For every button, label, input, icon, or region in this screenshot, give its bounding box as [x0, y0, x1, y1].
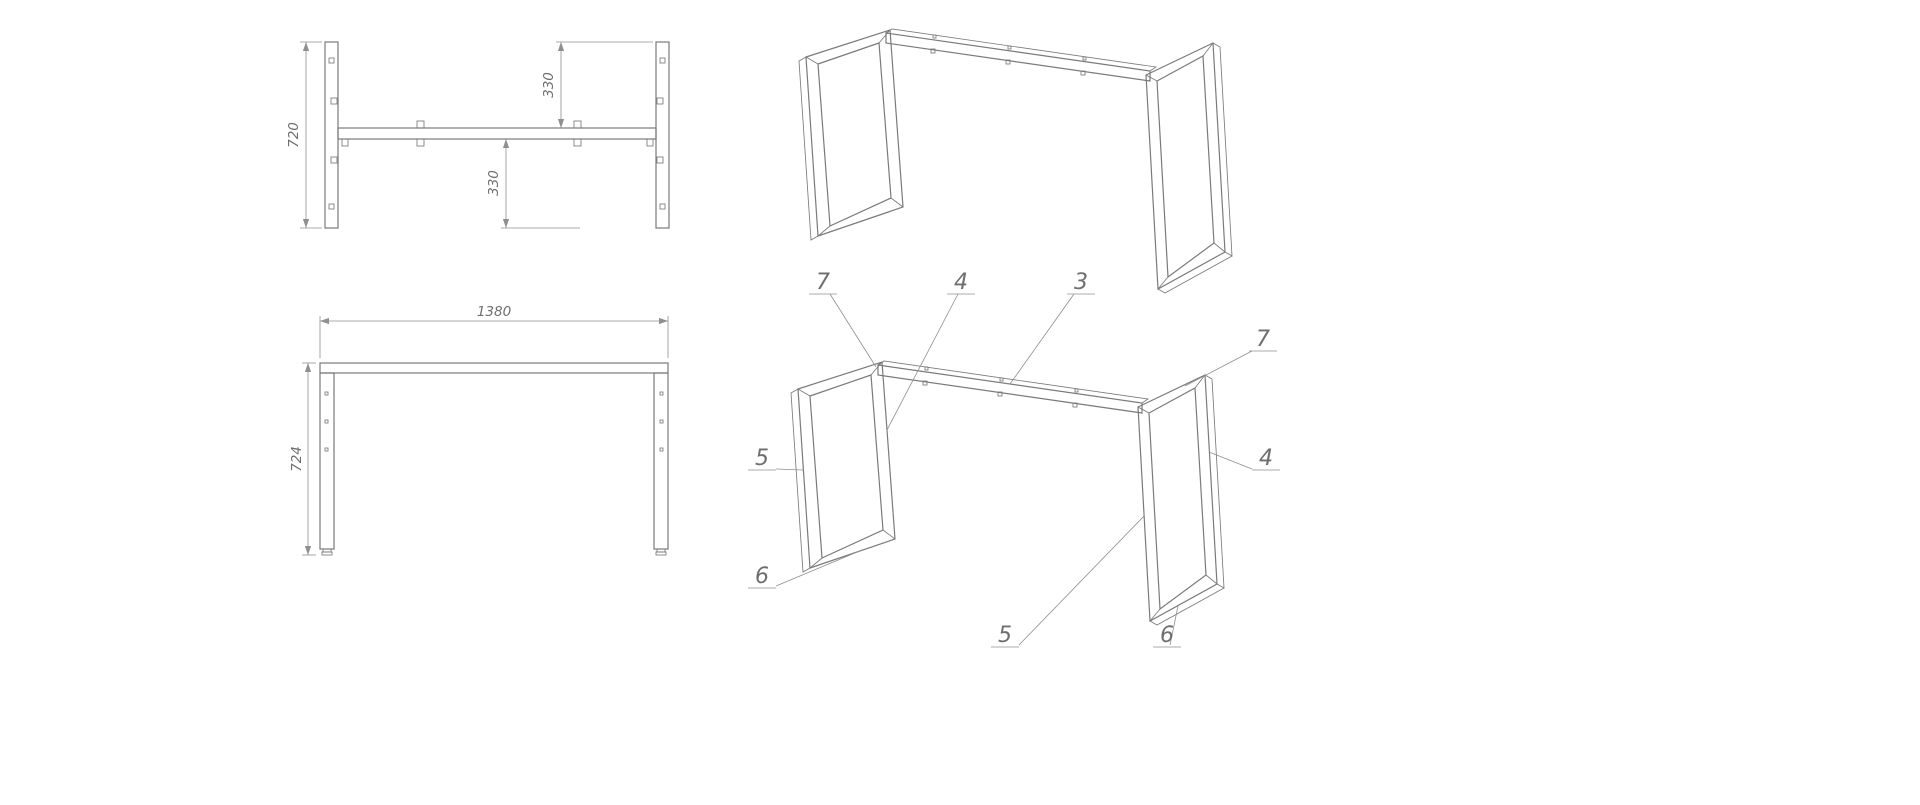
dimension-height: 724 — [289, 362, 316, 556]
cross-beam-body — [337, 127, 657, 140]
bracket-mark — [656, 97, 664, 105]
leader-line — [886, 293, 959, 431]
top-view: 720 330 330 — [286, 41, 670, 229]
callout-6-right: 6 — [1153, 605, 1181, 648]
callout-4-right: 4 — [1208, 446, 1280, 471]
right-rail-body — [655, 41, 670, 229]
dimension-lower-offset: 330 — [486, 139, 580, 229]
hole-mark — [659, 57, 666, 64]
hole-mark — [324, 447, 329, 452]
dimension-label: 1380 — [477, 304, 511, 320]
dimension-label: 724 — [289, 446, 305, 472]
callout-4-left: 4 — [886, 270, 975, 431]
hole-mark — [328, 203, 335, 210]
leveling-foot — [655, 551, 667, 556]
beam-tab — [416, 120, 425, 129]
hole-mark — [659, 391, 664, 396]
callout-number: 6 — [1160, 623, 1174, 648]
callout-number: 6 — [755, 564, 769, 589]
callout-number: 7 — [1256, 327, 1270, 352]
leader-line — [829, 293, 877, 368]
callout-number: 7 — [816, 270, 830, 295]
cross-beam — [337, 120, 657, 147]
leader-line — [1018, 515, 1145, 646]
leveling-foot — [321, 551, 333, 556]
dimension-label: 720 — [286, 122, 302, 148]
dimension-width: 1380 — [319, 304, 669, 358]
dimension-label: 330 — [541, 72, 557, 98]
callout-number: 3 — [1074, 270, 1088, 295]
left-leg-body — [319, 372, 335, 550]
leader-line — [1208, 451, 1253, 470]
callout-number: 4 — [954, 270, 968, 295]
left-side-rail — [324, 41, 339, 229]
hole-mark — [328, 57, 335, 64]
leader-line — [775, 549, 863, 587]
dimension-depth: 720 — [286, 41, 322, 229]
leader-line — [1169, 605, 1179, 646]
top-beam — [319, 362, 669, 374]
isometric-view — [798, 28, 1233, 294]
callout-number: 5 — [755, 446, 769, 471]
hole-mark — [324, 391, 329, 396]
isometric-view-numbered — [790, 360, 1225, 626]
callout-5-left: 5 — [748, 446, 804, 471]
callout-number: 4 — [1259, 446, 1273, 471]
callout-5-right: 5 — [991, 515, 1145, 648]
hole-mark — [324, 419, 329, 424]
left-rail-body — [324, 41, 339, 229]
leader-line — [1009, 293, 1075, 385]
hole-mark — [659, 203, 666, 210]
beam-tab — [341, 138, 349, 147]
beam-tab — [573, 138, 582, 147]
dimension-upper-offset: 330 — [541, 41, 653, 128]
bracket-mark — [330, 97, 338, 105]
item-callouts: 7 4 3 7 5 4 6 — [748, 270, 1280, 648]
leader-line — [1184, 350, 1253, 387]
callout-3: 3 — [1009, 270, 1095, 385]
front-view: 1380 724 — [289, 304, 669, 556]
hole-mark — [659, 447, 664, 452]
bracket-mark — [656, 156, 664, 164]
leader-line — [775, 468, 804, 471]
dimension-label: 330 — [486, 170, 502, 196]
bracket-mark — [330, 156, 338, 164]
beam-tab — [573, 120, 582, 129]
callout-7-right: 7 — [1184, 327, 1277, 387]
callout-6-left: 6 — [748, 549, 863, 589]
beam-tab — [416, 138, 425, 147]
left-leg — [319, 372, 335, 556]
right-leg — [653, 372, 669, 556]
callout-number: 5 — [998, 623, 1012, 648]
hole-mark — [659, 419, 664, 424]
beam-tab — [646, 138, 654, 147]
right-side-rail — [655, 41, 670, 229]
callout-7-left: 7 — [809, 270, 877, 368]
right-leg-body — [653, 372, 669, 550]
